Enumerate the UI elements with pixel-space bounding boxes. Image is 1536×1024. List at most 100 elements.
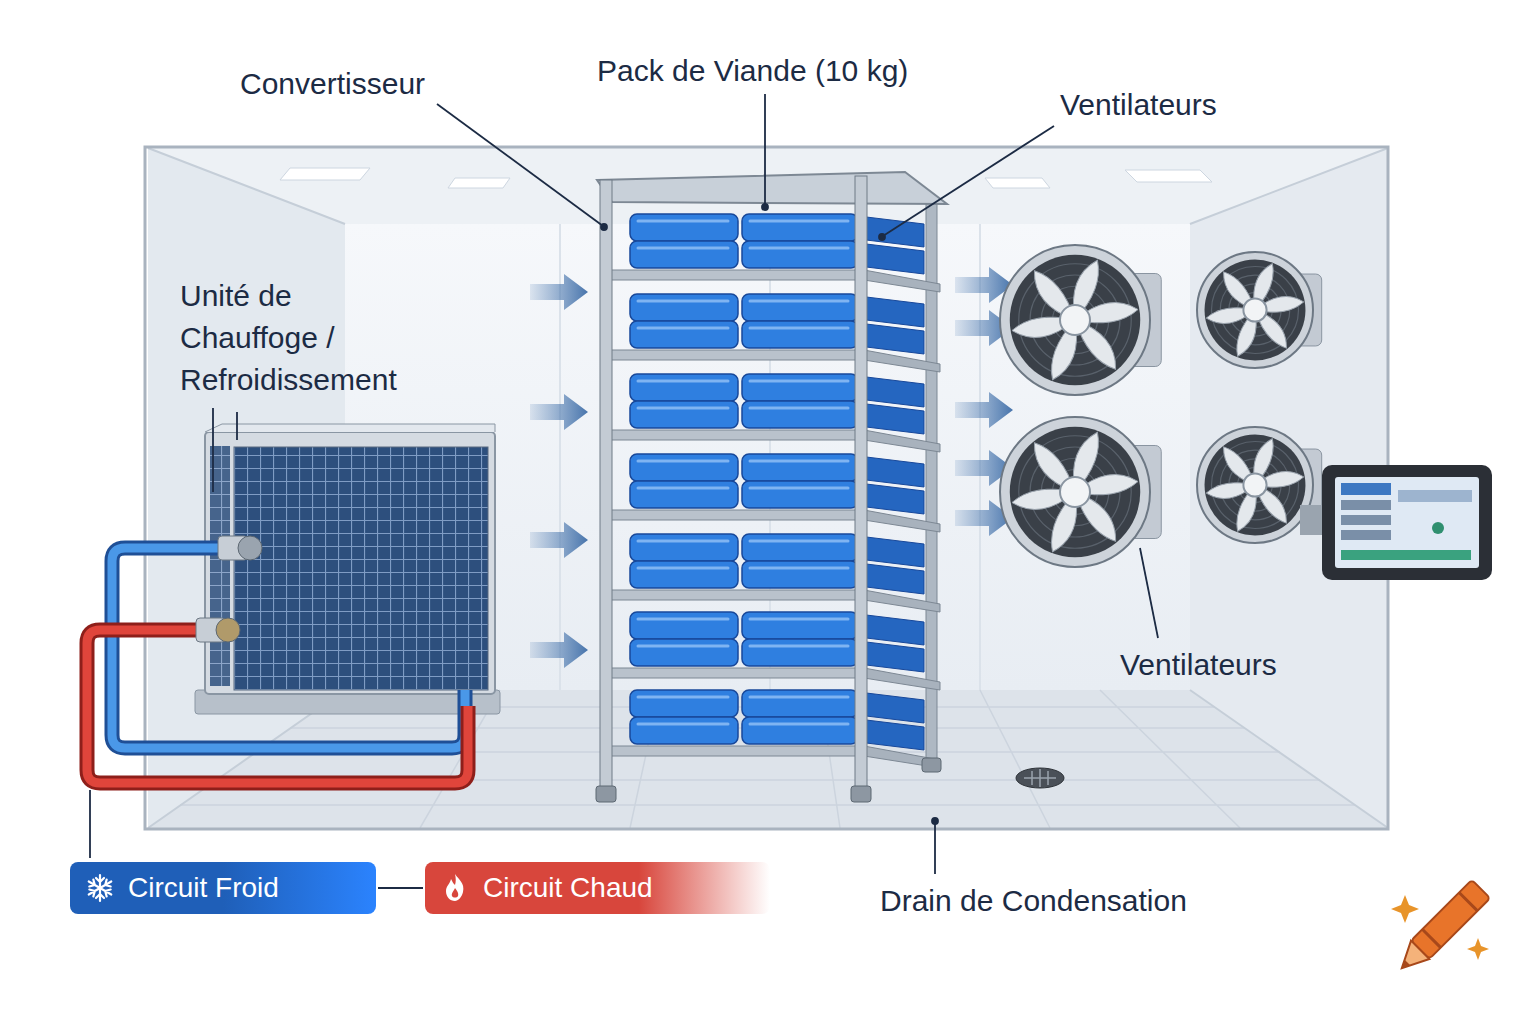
room-edges — [148, 148, 1388, 828]
meat-pack — [742, 321, 858, 348]
meat-pack — [630, 690, 738, 717]
leader-line — [437, 104, 603, 226]
leader-dot — [601, 224, 607, 230]
fan — [1197, 252, 1322, 368]
control-screen — [1300, 465, 1492, 580]
unit-front-grill — [234, 447, 488, 690]
leader-line — [212, 408, 214, 492]
screen-widget — [1341, 500, 1391, 510]
crayon-band — [1422, 893, 1477, 948]
meat-pack-side — [858, 456, 924, 487]
pack-highlight — [638, 247, 728, 250]
meat-pack-side — [858, 536, 924, 567]
ceiling-light — [448, 178, 510, 188]
condensation-drain — [1016, 768, 1064, 788]
meat-rack — [596, 172, 947, 802]
rack-shelf — [606, 430, 864, 440]
rack-shelf-side — [864, 350, 940, 372]
pack-highlight — [638, 567, 728, 570]
fan-grill — [1205, 260, 1306, 361]
pack-highlight — [750, 247, 848, 250]
snowflake-arm — [87, 878, 114, 898]
flame-icon — [439, 872, 471, 904]
legend-text: Circuit Chaud — [483, 872, 653, 904]
part-label: Ventilateurs — [1120, 644, 1277, 686]
screen-widget — [1341, 530, 1391, 540]
leader-line — [764, 94, 766, 206]
snowflake-arm — [87, 878, 114, 898]
meat-pack — [630, 454, 738, 481]
hot-pipe — [87, 630, 468, 783]
meat-pack-side — [858, 692, 924, 723]
ceiling-light — [1125, 170, 1212, 182]
screen-widget — [1341, 515, 1391, 525]
meat-pack — [742, 454, 858, 481]
fan-hub — [1243, 298, 1266, 321]
fan-ring — [1197, 252, 1313, 368]
heating-cooling-unit — [195, 424, 500, 714]
screen-widget — [1341, 550, 1471, 560]
fan-hub — [1243, 473, 1266, 496]
rack-shelf-side — [864, 270, 940, 292]
legend-joiner — [378, 887, 423, 889]
unit-body — [205, 432, 495, 694]
meat-pack — [630, 481, 738, 508]
pack-highlight — [750, 540, 848, 543]
meat-pack — [742, 294, 858, 321]
meat-pack — [742, 717, 858, 744]
pack-highlight — [750, 460, 848, 463]
ceiling — [148, 148, 1388, 224]
cold-pipe — [112, 548, 465, 748]
fan — [1000, 245, 1161, 395]
airflow-arrows — [530, 267, 1013, 668]
part-label: Convertisseur — [240, 63, 425, 105]
pack-highlight — [638, 327, 728, 330]
part-label: Unité de Chauffoge / Refroidissement — [180, 275, 430, 401]
meat-pack-side — [858, 403, 924, 434]
fan-grill — [1010, 255, 1141, 386]
rack-top — [597, 172, 947, 204]
leader-line — [1140, 548, 1158, 638]
meat-pack — [742, 639, 858, 666]
pack-highlight — [750, 618, 848, 621]
fan-hub — [1060, 477, 1090, 507]
meat-pack — [630, 241, 738, 268]
screen-frame — [1322, 465, 1492, 580]
pack-highlight — [750, 645, 848, 648]
flame-outer — [446, 874, 463, 901]
fan — [1000, 417, 1161, 567]
snowflake-icon — [84, 872, 116, 904]
pack-highlight — [638, 407, 728, 410]
fan-hub — [1060, 305, 1090, 335]
part-label: Ventilateurs — [1060, 84, 1217, 126]
leader-dot — [932, 818, 938, 824]
meat-pack — [630, 639, 738, 666]
meat-pack-side — [858, 323, 924, 354]
leader-line — [883, 126, 1054, 236]
pack-highlight — [750, 487, 848, 490]
leader-line — [236, 412, 238, 440]
fans — [1000, 245, 1322, 567]
meat-pack — [630, 321, 738, 348]
fan-grill — [1010, 427, 1141, 558]
leader-lines — [90, 94, 1158, 888]
rack-post — [855, 176, 867, 800]
meat-pack — [630, 401, 738, 428]
fan-ring — [1000, 245, 1150, 395]
airflow-arrow — [530, 394, 588, 430]
meat-pack-side — [858, 641, 924, 672]
meat-pack — [742, 481, 858, 508]
leader-line — [934, 822, 936, 874]
floor — [148, 690, 1388, 828]
airflow-arrow — [530, 274, 588, 310]
meat-pack-side — [858, 719, 924, 750]
pack-highlight — [750, 723, 848, 726]
rack-shelf-side — [864, 668, 940, 690]
meat-pack — [630, 561, 738, 588]
meat-pack — [630, 534, 738, 561]
unit-top — [205, 424, 495, 432]
part-label: Drain de Condensation — [880, 880, 1187, 922]
meat-pack — [742, 561, 858, 588]
screen-widget — [1341, 483, 1391, 495]
